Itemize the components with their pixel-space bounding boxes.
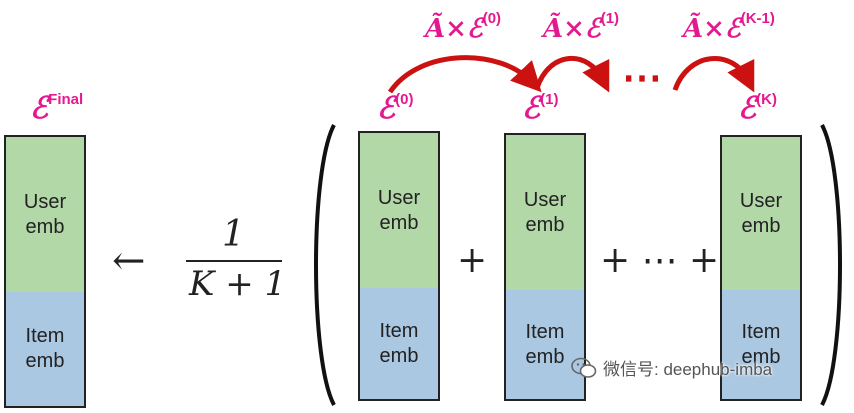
plus-ellipsis-plus: + ⋯ + — [600, 240, 720, 281]
arrow-ellipsis: ⋯ — [622, 54, 662, 101]
arrow-1-to-2 — [534, 55, 610, 93]
propagation-label-0: Ã×ℰ(0) — [425, 10, 502, 44]
plus-sign: + — [457, 240, 488, 281]
final-embedding-label: ℰFinal — [30, 91, 84, 126]
fraction-numerator: 1 — [222, 214, 245, 255]
watermark: 微信号: deephub-imba — [571, 355, 772, 380]
propagation-label-1: Ã×ℰ(1) — [543, 10, 620, 44]
arrow-k1-to-k — [672, 56, 755, 93]
left-parenthesis — [314, 124, 336, 406]
wechat-icon — [571, 357, 597, 378]
right-parenthesis — [820, 124, 842, 406]
fraction-denominator: K + 1 — [189, 264, 287, 304]
embedding-label-1: ℰ(1) — [522, 91, 559, 126]
watermark-text: 微信号: deephub-imba — [603, 360, 773, 379]
embedding-label-k: ℰ(K) — [738, 91, 777, 126]
arrow-0-to-1 — [387, 55, 542, 94]
propagation-label-k-1: Ã×ℰ(K-1) — [683, 10, 775, 44]
assign-arrow: ← — [112, 238, 146, 284]
embedding-label-0: ℰ(0) — [377, 91, 414, 126]
fraction-bar — [186, 260, 282, 262]
